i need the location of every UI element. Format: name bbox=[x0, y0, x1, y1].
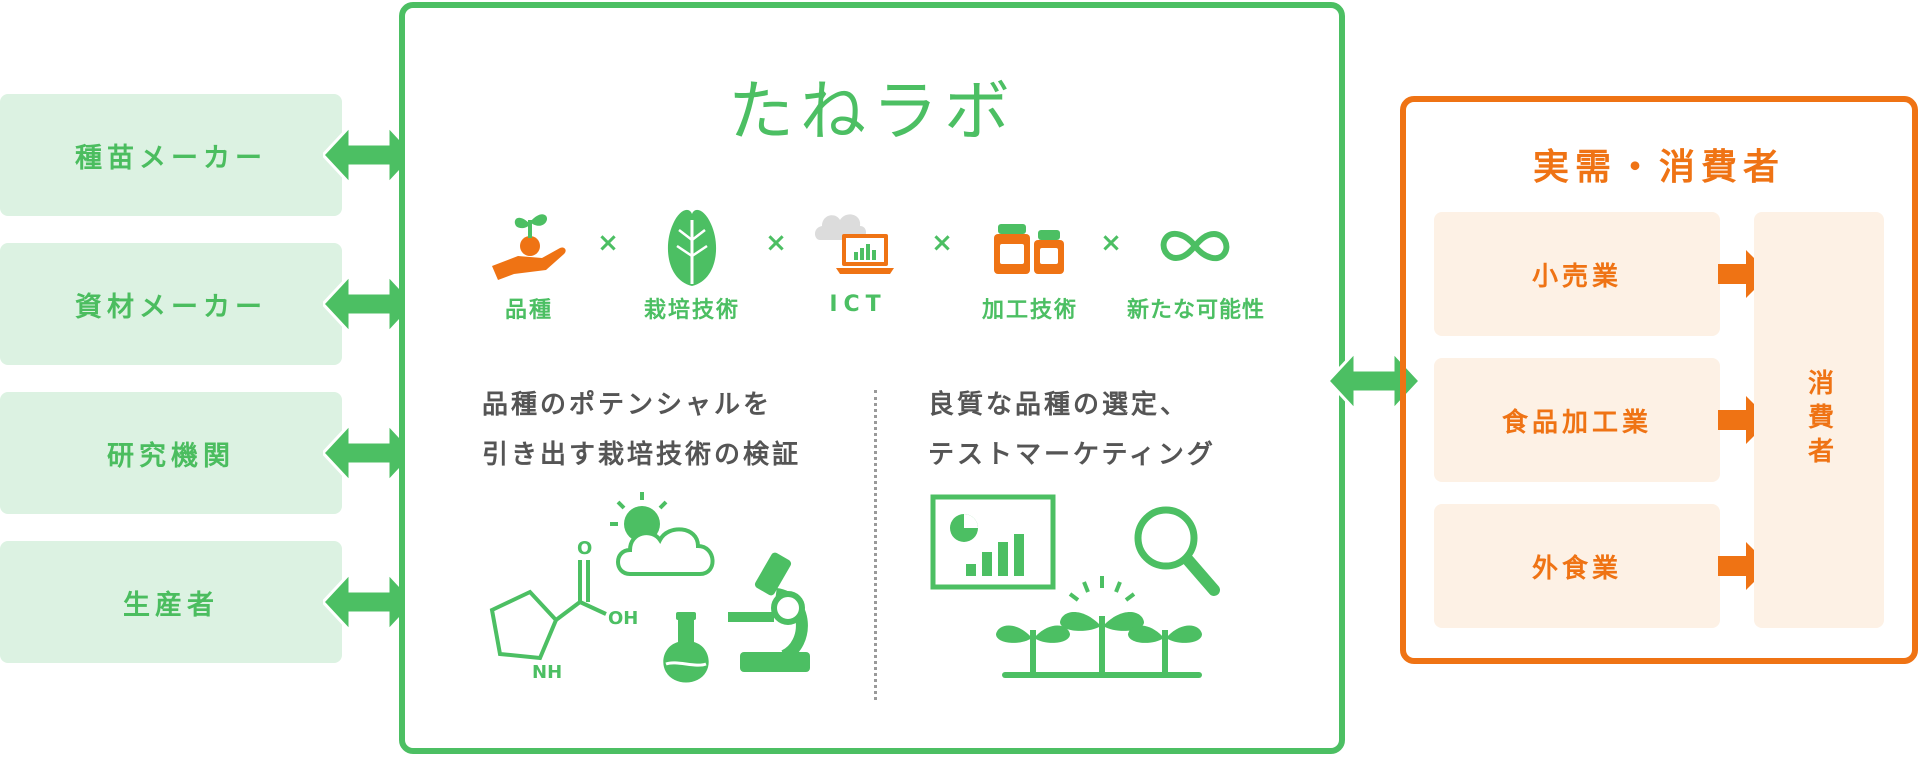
infinity-icon bbox=[1160, 230, 1230, 262]
element-label-ict: ICT bbox=[829, 292, 887, 317]
stakeholder-label: 生産者 bbox=[123, 589, 219, 621]
double-arrow-icon bbox=[323, 424, 415, 482]
industry-retail: 小売業 bbox=[1434, 212, 1720, 336]
left-desc-line1: 品種のポテンシャルを bbox=[482, 390, 773, 420]
consumer-title: 実需・消費者 bbox=[1532, 147, 1785, 188]
cloud-laptop-icon bbox=[815, 214, 894, 274]
stakeholder-research-institute: 研究機関 bbox=[0, 392, 342, 514]
double-arrow-icon bbox=[1328, 352, 1420, 410]
right-desc-line2: テストマーケティング bbox=[928, 440, 1216, 470]
stakeholder-material-maker: 資材メーカー bbox=[0, 243, 342, 365]
sun-cloud-icon bbox=[610, 492, 715, 576]
molecule-label-o: O bbox=[577, 540, 592, 559]
times-operator: × bbox=[765, 228, 787, 258]
left-desc-line2: 引き出す栽培技術の検証 bbox=[482, 440, 802, 470]
industry-food-processing: 食品加工業 bbox=[1434, 358, 1720, 482]
stakeholder-seed-maker: 種苗メーカー bbox=[0, 94, 342, 216]
consumer-box bbox=[1400, 96, 1918, 664]
magnifier-icon bbox=[1134, 506, 1220, 596]
industry-label: 小売業 bbox=[1531, 261, 1622, 292]
element-label-processing: 加工技術 bbox=[981, 298, 1078, 323]
tanelabo-title: たねラボ bbox=[728, 73, 1016, 150]
molecule-label-oh: OH bbox=[608, 608, 638, 629]
double-arrow-icon bbox=[323, 275, 415, 333]
seedling-hand-icon bbox=[492, 214, 566, 280]
double-arrow-icon bbox=[323, 126, 415, 184]
element-label-variety: 品種 bbox=[504, 298, 553, 323]
times-operator: × bbox=[1100, 228, 1122, 258]
industry-label: 食品加工業 bbox=[1501, 407, 1652, 438]
times-operator: × bbox=[597, 228, 619, 258]
lettuce-icon bbox=[667, 209, 717, 286]
microscope-icon bbox=[728, 552, 810, 672]
left-desc: 品種のポテンシャルを 引き出す栽培技術の検証 bbox=[482, 380, 801, 480]
consumer-column: 消費者 bbox=[1754, 212, 1884, 628]
industry-restaurant: 外食業 bbox=[1434, 504, 1720, 628]
element-label-new-possibility: 新たな可能性 bbox=[1126, 298, 1265, 323]
consumer-label: 消費者 bbox=[1803, 369, 1834, 471]
industry-label: 外食業 bbox=[1531, 553, 1622, 584]
chart-board-icon bbox=[930, 494, 1056, 590]
jars-icon bbox=[994, 224, 1064, 274]
dotted-divider bbox=[874, 390, 877, 700]
right-desc: 良質な品種の選定、 テストマーケティング bbox=[928, 380, 1216, 480]
right-desc-line1: 良質な品種の選定、 bbox=[928, 390, 1190, 420]
stakeholder-producer: 生産者 bbox=[0, 541, 342, 663]
stakeholder-label: 種苗メーカー bbox=[75, 142, 267, 174]
flask-icon bbox=[663, 612, 709, 683]
sprouts-icon bbox=[996, 576, 1202, 678]
molecule-label-nh: NH bbox=[532, 662, 562, 680]
times-operator: × bbox=[931, 228, 953, 258]
element-label-cultivation: 栽培技術 bbox=[643, 298, 740, 323]
stakeholder-label: 資材メーカー bbox=[75, 291, 267, 323]
proline-molecule-icon: O OH NH bbox=[489, 540, 638, 680]
stakeholder-label: 研究機関 bbox=[107, 440, 235, 472]
double-arrow-icon bbox=[323, 573, 415, 631]
